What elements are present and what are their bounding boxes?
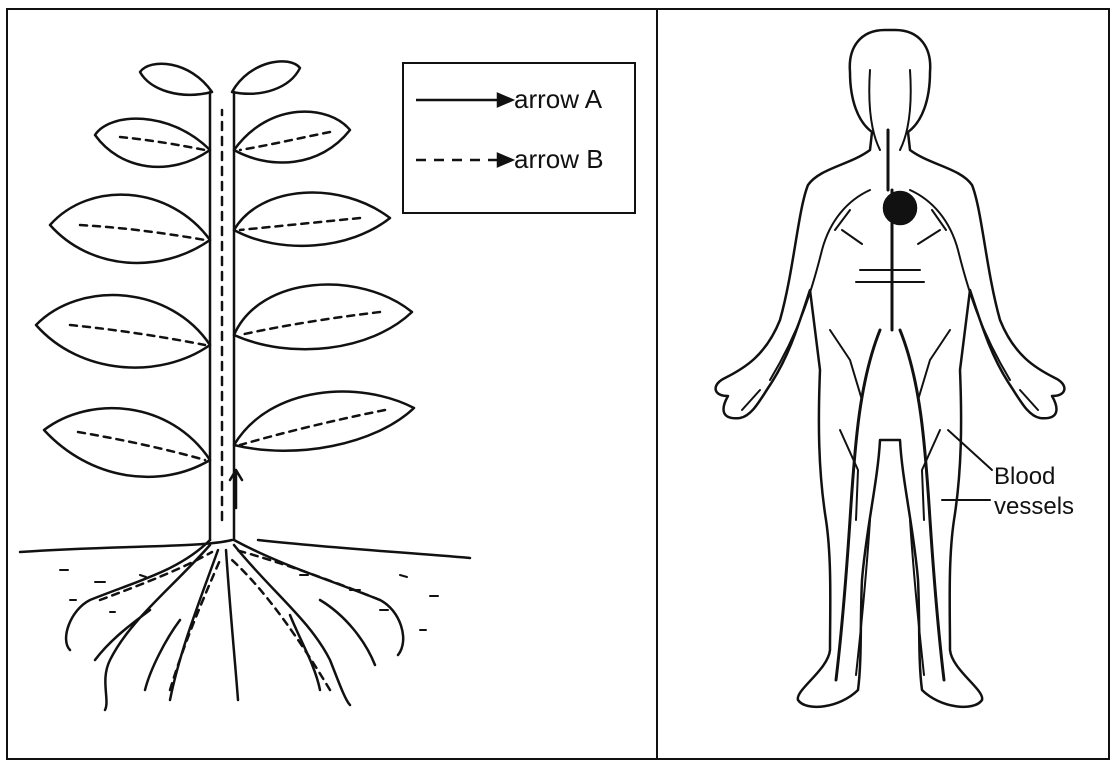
blood-vessels-pointer xyxy=(942,430,992,500)
blood-vessels-label-line2: vessels xyxy=(994,492,1074,522)
vessel-branches xyxy=(742,70,1038,675)
heart xyxy=(884,192,916,224)
blood-vessels-label: Blood vessels xyxy=(994,462,1074,522)
blood-vessels-label-line1: Blood xyxy=(994,462,1074,492)
body-outline xyxy=(716,30,1065,707)
